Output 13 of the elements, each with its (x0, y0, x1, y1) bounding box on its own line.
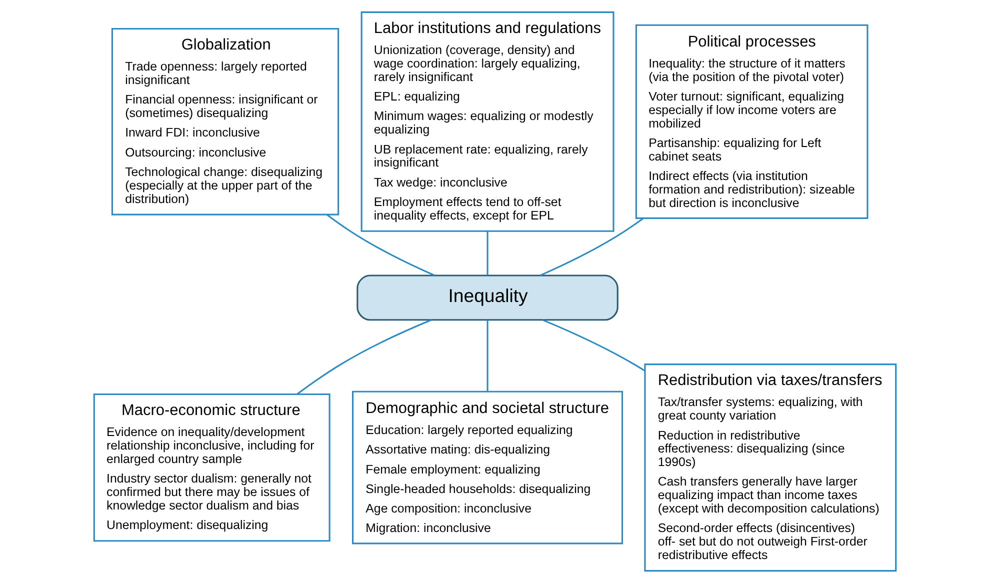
connector (542, 319, 646, 372)
node-box: Political processes Inequality: the structure of it matters (via the position of the pivotal voter) Voter turnout: significant, equalizing especially if low income voters are mobilized Partisanship: equalizing for Left cabinet seats Indirect effects (via institution formation and redistribution): sizeable but direction is inconclusive (635, 24, 868, 219)
connector (540, 218, 644, 276)
node-box: Redistribution via taxes/transfers Tax/transfer systems: equalizing, with great county variation Reduction in redistributive effectiveness: disequalizing (since 1990s) Cash transfers generally have larger equalizing impact than income taxes (except with decomposition calculations) Second-order effects (disincentives) off- set but do not outweigh First-order redistributive effects (644, 364, 897, 572)
connector (486, 320, 488, 392)
connector (486, 231, 488, 276)
node-box: Globalization Trade openness: largely reported insignificant Financial openness: insignificant or (sometimes) disequalizing Inward FDI: inconclusive Outsourcing: inconclusive Technological change: disequalizing (especially at the upper part of the distribution) (111, 28, 340, 216)
node-box: Inequality (356, 274, 618, 321)
node-box: Macro-economic structure Evidence on inequality/development relationship inconclusive, including for enlarged country sample Industry sector dualism: generally not confirmed but there may be issues of knowledge sector dualism and bias Unemployment: disequalizing (93, 393, 330, 542)
node-box: Labor institutions and regulations Unionization (coverage, density) and wage coordination: largely equalizing, rarely insignificant EPL: equalizing Minimum wages: equalizing or modestly equalizing UB replacement rate: equalizing, rarely insignificant Tax wedge: inconclusive Employment effects tend to off-set inequality effects, except for EPL (360, 11, 614, 232)
connector (326, 214, 435, 276)
node-box: Demographic and societal structure Education: largely reported equalizing Assortative mating: dis-equalizing Female employment: equalizing Single-headed households: disequalizing Age composition: inconclusive Migration: inconclusive (352, 390, 624, 544)
connector (296, 319, 432, 395)
